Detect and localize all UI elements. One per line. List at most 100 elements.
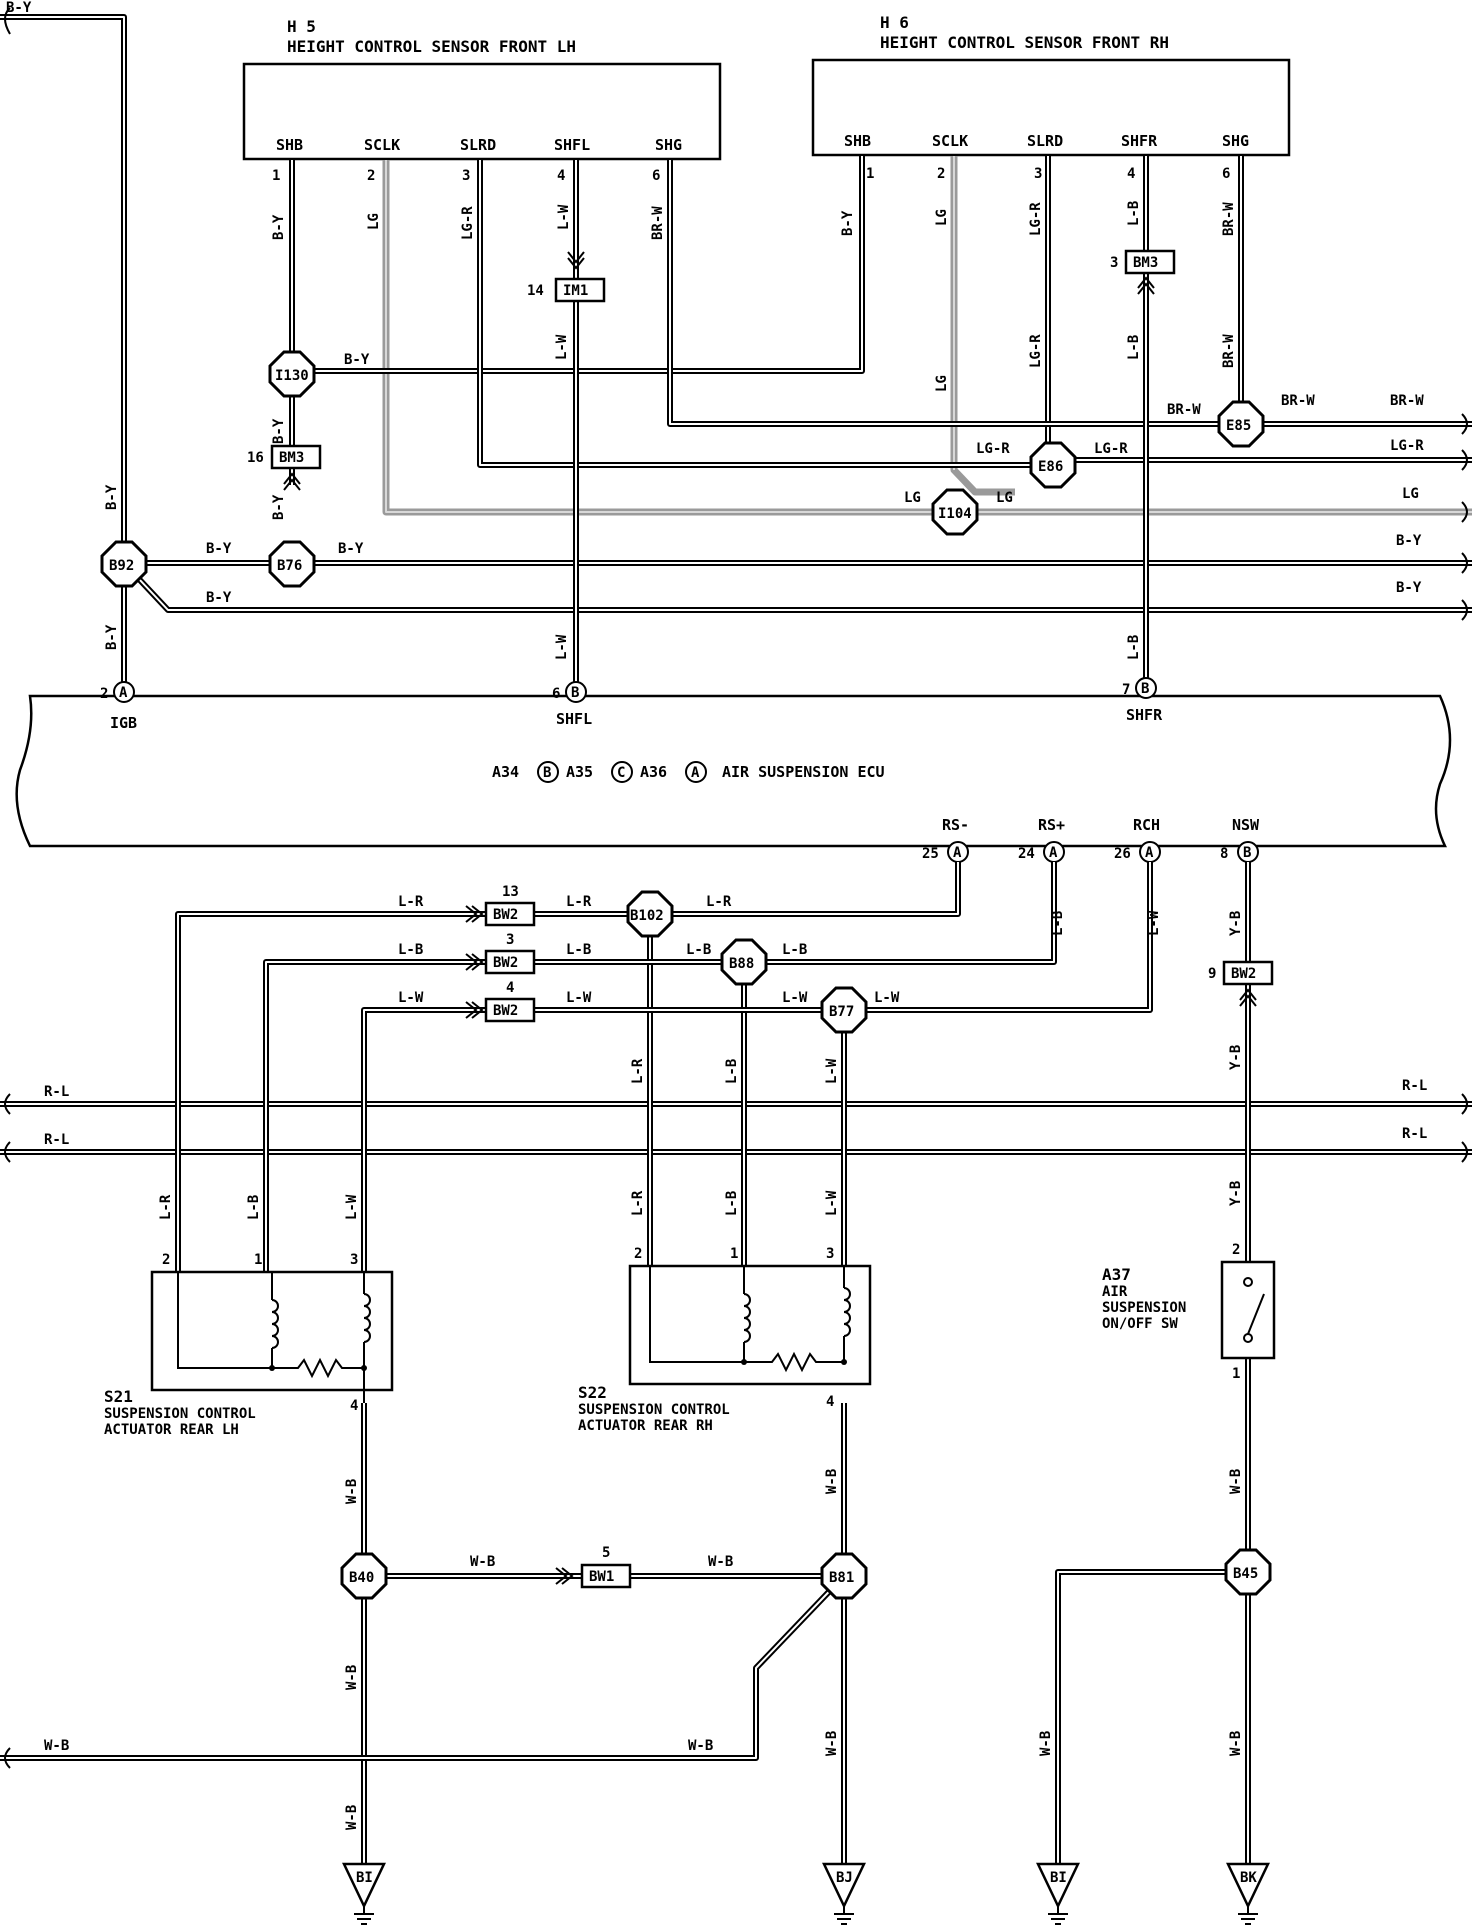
wire-label: L-B (1050, 911, 1066, 936)
actuator-rh-id: S22 (578, 1383, 607, 1402)
coil-icon (363, 1293, 371, 1343)
wire-label: B-Y (206, 541, 232, 557)
upper-connectors: IM1 14 BM3 3 BM3 16 (247, 249, 1176, 491)
junction-dot-icon (841, 1359, 847, 1365)
wire-label: B-Y (104, 624, 120, 650)
sensor-lh-id: H 5 (287, 17, 316, 36)
pin-letter: B (1141, 681, 1149, 697)
pin-number: 2 (162, 1252, 170, 1268)
switch-contact-icon (1243, 1277, 1253, 1287)
grounds: BI BJ BI BK (342, 1862, 1270, 1925)
connector-letter-circle (537, 761, 559, 783)
junction-label: E85 (1226, 418, 1251, 434)
pin-number: 2 (367, 168, 375, 184)
pin-number: 3 (350, 1252, 358, 1268)
ground-bi-left (342, 1862, 386, 1909)
upper-wires (0, 14, 1472, 683)
ground-label: BI (356, 1870, 373, 1886)
wire-label: L-W (566, 990, 592, 1006)
junction-b81 (820, 1552, 868, 1600)
ground-icon (354, 1906, 374, 1925)
wire-label: L-B (1126, 635, 1142, 660)
junction-label: I130 (275, 368, 309, 384)
wire-label: B-Y (104, 484, 120, 510)
wire-break-icon (4, 1093, 11, 1769)
pin-number: 1 (1232, 1366, 1240, 1382)
wire-label: LG-R (1094, 441, 1128, 457)
pin-number: 25 (922, 846, 939, 862)
coil-icon (843, 1287, 851, 1337)
pin-letter: B (571, 685, 579, 701)
wire-label: R-L (44, 1084, 69, 1100)
connector-label: BW2 (493, 955, 518, 971)
connector-bm3-rh (1124, 249, 1176, 275)
junction-b40 (340, 1552, 388, 1600)
junction-b102 (626, 890, 674, 938)
wire-label: R-L (1402, 1126, 1427, 1142)
wire-label: LG-R (1028, 202, 1044, 236)
ecu-connector-label: A35 (566, 763, 593, 781)
connector-letter-circle (685, 761, 707, 783)
sensor-lh-pin-shfl: SHFL (554, 136, 590, 154)
sensor-front-lh: H 5 HEIGHT CONTROL SENSOR FRONT LH SHB S… (242, 17, 722, 184)
wire-label: Y-B (1228, 911, 1244, 936)
wire-label: L-R (630, 1058, 646, 1084)
pin-number: 1 (730, 1246, 738, 1262)
actuator-lh-name: SUSPENSION CONTROL (104, 1406, 256, 1422)
actuator-lh-id: S21 (104, 1387, 133, 1406)
wire-break-marks (4, 7, 1468, 1769)
wire-label: W-B (824, 1731, 840, 1756)
connector-label: BW2 (1231, 966, 1256, 982)
wire-label: Y-B (1228, 1045, 1244, 1070)
connector-letter: A (691, 765, 700, 781)
wire-label: L-W (554, 634, 570, 660)
ground-bk (1226, 1862, 1270, 1909)
junction-label: B45 (1233, 1566, 1258, 1582)
connector-letter-circle (611, 761, 633, 783)
wire-label: LG-R (460, 206, 476, 240)
connector-label: BW2 (493, 907, 518, 923)
connector-arrow-icon (465, 953, 478, 971)
pin-number: 2 (937, 166, 945, 182)
wire-label: L-R (706, 894, 732, 910)
sensor-rh-id: H 6 (880, 13, 909, 32)
lower-connectors: BW2 13 BW2 3 BW2 4 BW2 9 BW1 5 (465, 884, 1274, 1589)
sensor-lh-pin-shb: SHB (276, 136, 303, 154)
wire-label: B-Y (271, 214, 287, 240)
junction-e85 (1217, 400, 1265, 448)
wire-break-icon (1461, 413, 1468, 1163)
wire-label: B-Y (344, 352, 370, 368)
pin-letter: A (1145, 845, 1154, 861)
resistor-icon (744, 1351, 844, 1373)
pin-name: SHFL (556, 710, 592, 728)
ground-icon (1238, 1906, 1258, 1925)
actuator-rh-name: ACTUATOR REAR RH (578, 1418, 713, 1434)
wire-label: LG-R (976, 441, 1010, 457)
junction-b76 (268, 540, 316, 588)
junction-label: I104 (938, 506, 972, 522)
pin-number: 8 (1220, 846, 1228, 862)
wire-label: L-B (1126, 335, 1142, 360)
sensor-lh-pin-shg: SHG (655, 136, 682, 154)
actuator-rear-rh: 2 1 3 4 S22 SUSPENSION CONTROL ACTUATOR … (578, 1246, 872, 1434)
connector-label: IM1 (563, 283, 588, 299)
wire-label: L-R (630, 1190, 646, 1216)
connector-arrow-icon (1137, 276, 1155, 289)
switch-contact-icon (1243, 1333, 1253, 1343)
pin-number: 6 (552, 686, 560, 702)
pin-number: 1 (272, 168, 280, 184)
wire-label: L-R (566, 894, 592, 910)
actuator-rear-lh: 2 1 3 4 S21 SUSPENSION CONTROL ACTUATOR … (104, 1252, 394, 1438)
coil-icon (271, 1299, 279, 1349)
wire-label: L-B (1126, 201, 1142, 226)
wire-label: W-B (1228, 1469, 1244, 1494)
wire-label: W-B (708, 1554, 733, 1570)
pin-number: 2 (634, 1246, 642, 1262)
pin-name: RCH (1133, 816, 1160, 834)
air-suspension-switch: 2 1 A37 AIR SUSPENSION ON/OFF SW (1102, 1242, 1276, 1382)
resistor-icon (272, 1357, 365, 1403)
connector-pin: 16 (247, 450, 264, 466)
connector-pin: 5 (602, 1545, 610, 1561)
junction-dot-icon (361, 1365, 367, 1371)
connector-arrow-icon (471, 905, 484, 923)
